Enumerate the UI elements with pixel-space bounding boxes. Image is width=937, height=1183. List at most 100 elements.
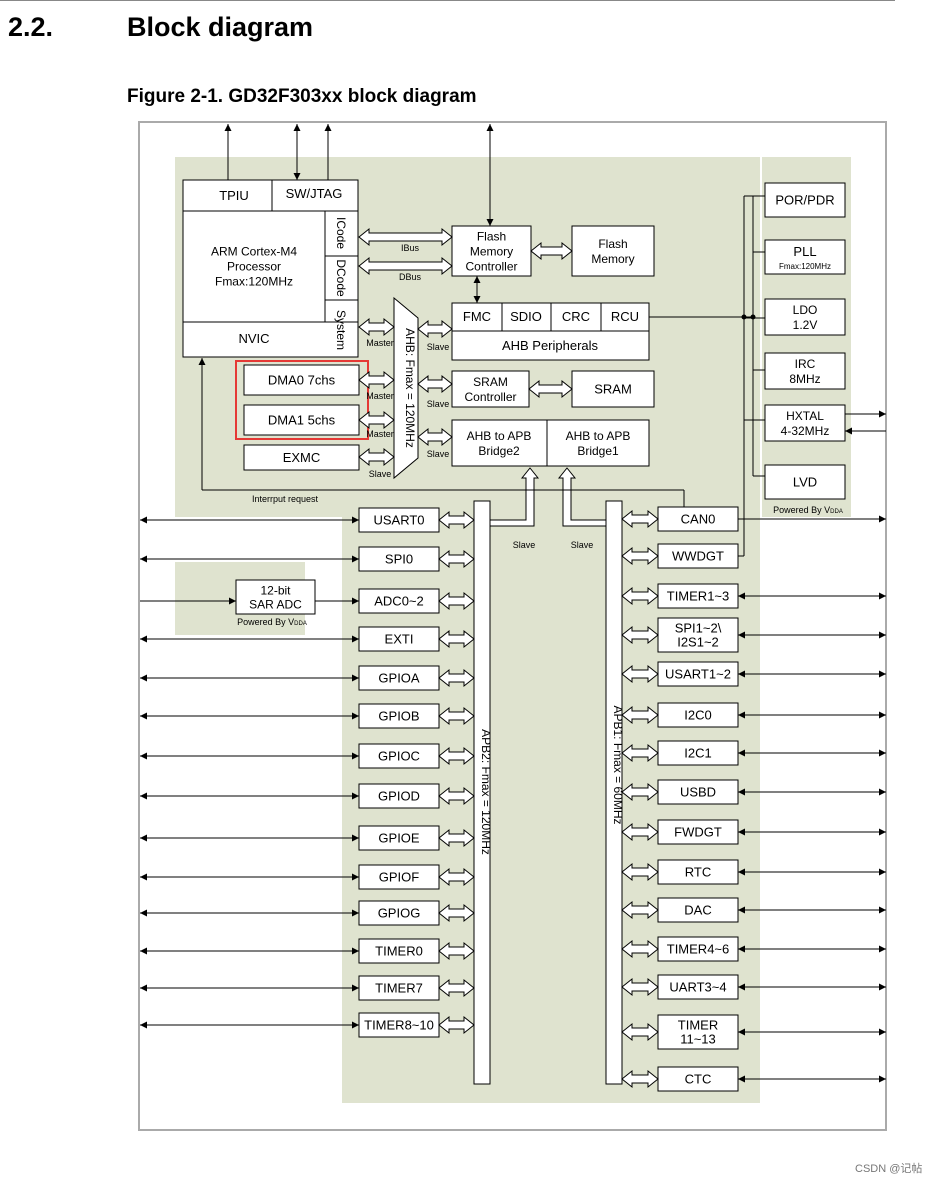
sram-controller-box-label-line-2: Controller	[464, 390, 516, 404]
dbus-bus	[358, 256, 453, 276]
ahb-matrix-label: AHB: Fmax = 120MHz	[403, 328, 417, 448]
sram-controller-to-sram-bus	[528, 379, 573, 399]
apb2-timer0-box-label-line-1: TIMER0	[375, 944, 423, 959]
apb2-exti-box-label-line-1: EXTI	[385, 632, 414, 647]
apb2-bus-label: APB2: Fmax = 120MHz	[479, 729, 493, 855]
apb1-i2c0-io-arrow-head-left	[738, 711, 745, 719]
sar-adc-box	[235, 579, 316, 615]
bridges-block	[451, 419, 650, 467]
apb1-usart1-2-box	[657, 661, 739, 687]
apb1-timer1-3-box-label-line-1: TIMER1~3	[667, 589, 730, 604]
fmc-label: FMC	[463, 309, 491, 324]
power-domain-powered-label: Powered By VDDA	[773, 505, 843, 515]
section-number: 2.2.	[8, 12, 54, 42]
exmc-box	[243, 444, 360, 471]
ibus-label: IBus	[401, 243, 420, 253]
apb2-gpiod-io-arrow-head-right	[352, 792, 359, 800]
apb2-timer0-io-arrow-head-left	[140, 947, 147, 955]
apb1-usart1-2-io-arrow-head-right	[879, 670, 886, 678]
apb1-ctc-box-label-line-1: CTC	[685, 1072, 712, 1087]
adc-to-adc02-arrow-head-right	[352, 597, 359, 605]
apb2-gpiog-box-label-line-1: GPIOG	[378, 906, 421, 921]
apb1-fwdgt-io-arrow-head-left	[738, 828, 745, 836]
apb1-fwdgt-io-arrow-head-right	[879, 828, 886, 836]
ldo-box-label-line-1: LDO	[793, 303, 818, 317]
ahb-to-periph-bus	[417, 319, 453, 339]
apb1-timer4-6-bus	[621, 939, 659, 959]
flash-memory-box-label-line-1: Flash	[598, 237, 627, 251]
apb2-bus-bar	[473, 500, 491, 1085]
apb1-usart1-2-io-arrow-head-left	[738, 670, 745, 678]
apb2-usart0-io-arrow-head-right	[352, 516, 359, 524]
apb1-rtc-box-label-line-1: RTC	[685, 865, 711, 880]
apb2-gpiof-box-label-line-1: GPIOF	[379, 870, 420, 885]
apb2-spi0-bus	[438, 549, 475, 569]
apb2-gpioa-io-arrow-head-left	[140, 674, 147, 682]
apb2-timer7-box-label-line-1: TIMER7	[375, 981, 423, 996]
apb1-i2c1-bus	[621, 743, 659, 763]
dbus-label: DBus	[399, 272, 422, 282]
flash-controller-box-label-line-3: Controller	[465, 259, 517, 273]
hxtal-out-arrow-head-right	[879, 410, 886, 418]
rcu-label: RCU	[611, 309, 639, 324]
apb2-timer7-io-arrow-head-left	[140, 984, 147, 992]
flash-external-arrow-head-end	[486, 124, 494, 131]
apb1-i2c1-io-arrow-head-left	[738, 749, 745, 757]
hxtal-box-label-line-1: HXTAL	[786, 409, 824, 423]
sram-controller-box-label-line-1: SRAM	[473, 375, 508, 389]
bridge1-label-line-1: AHB to APB	[566, 429, 631, 443]
apb2-gpioe-io-arrow-head-right	[352, 834, 359, 842]
apb1-i2c1-box-label-line-1: I2C1	[684, 746, 711, 761]
apb1-timer-11-13-box-label-line-2: 11~13	[680, 1032, 716, 1047]
ldo-box	[764, 298, 846, 336]
rcu-junction-1	[741, 314, 747, 320]
exmc-to-ahb-bus	[358, 447, 395, 467]
apb2-slave-label: Slave	[513, 540, 536, 550]
pll-fmax-label: Fmax:120MHz	[779, 262, 831, 271]
apb1-slave-label: Slave	[571, 540, 594, 550]
apb2-gpioe-box-label-line-1: GPIOE	[378, 831, 420, 846]
apb1-ctc-bus	[621, 1069, 659, 1089]
dma1-box	[243, 404, 360, 436]
flash-memory-box-label-line-2: Memory	[591, 252, 634, 266]
apb1-timer-11-13-bus	[621, 1022, 659, 1042]
watermark: CSDN @记帖	[855, 1163, 923, 1175]
flash-external-arrow-head-start	[486, 219, 494, 226]
apb2-timer8-10-box-label-line-1: TIMER8~10	[364, 1018, 434, 1033]
apb2-adc0-2-bus	[438, 591, 475, 611]
apb2-usart0-io-arrow-head-left	[140, 516, 147, 524]
swjtag-bidir-arrow-head-start	[293, 173, 301, 180]
apb1-i2c1-box	[657, 740, 739, 766]
lvd-box-label-line-1: LVD	[793, 475, 817, 490]
can0-out-arrow-head-right	[879, 515, 886, 523]
apb1-timer-11-13-io-arrow-head-left	[738, 1028, 745, 1036]
dma0-master-label: Master	[366, 391, 394, 401]
apb1-usart1-2-box-label-line-1: USART1~2	[665, 667, 731, 682]
apb2-gpiod-io-arrow-head-left	[140, 792, 147, 800]
interrupt-to-nvic-arrow-head-end	[198, 358, 206, 365]
apb1-bus-label: APB1: Fmax = 60MHz	[611, 705, 625, 824]
apb2-gpiof-io-arrow-head-left	[140, 873, 147, 881]
apb1-uart3-4-io-arrow-head-right	[879, 983, 886, 991]
apb1-rtc-io-arrow-head-left	[738, 868, 745, 876]
lvd-box	[764, 464, 846, 500]
apb1-spi1-2-i2s1-2-bus	[621, 625, 659, 645]
bridge2-label-line-2: Bridge2	[478, 444, 520, 458]
bridge2-label-line-1: AHB to APB	[467, 429, 532, 443]
apb2-exti-io-arrow-head-right	[352, 635, 359, 643]
ahb-to-sram-bus	[417, 374, 453, 394]
apb1-dac-io-arrow-head-right	[879, 906, 886, 914]
ahb-periph-slave-label: Slave	[427, 342, 450, 352]
apb1-timer4-6-box	[657, 936, 739, 962]
adc-powered-label: Powered By VDDA	[237, 617, 307, 627]
apb2-gpiof-io-arrow-head-right	[352, 873, 359, 881]
ldo-box-label-line-2: 1.2V	[793, 318, 818, 332]
irc-box	[764, 352, 846, 390]
hxtal-box-label-line-2: 4-32MHz	[781, 424, 830, 438]
apb2-adc0-2-box	[358, 588, 440, 614]
apb1-usbd-io-arrow-head-left	[738, 788, 745, 796]
apb2-gpiog-bus	[438, 903, 475, 923]
apb2-spi0-io-arrow-head-right	[352, 555, 359, 563]
icode-label: ICode	[334, 217, 348, 249]
